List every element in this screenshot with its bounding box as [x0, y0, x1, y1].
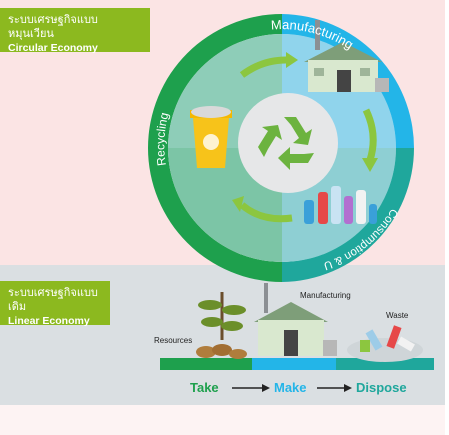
linear-factory-icon: [254, 283, 337, 356]
factory-icon: [304, 20, 389, 92]
circular-label-english: Circular Economy: [8, 42, 98, 54]
arrow-head: [362, 158, 378, 172]
make-label: Make: [274, 380, 307, 395]
arrow-head: [232, 196, 244, 212]
ring-consumption-segment: [282, 148, 414, 282]
arrow-to-recycling: [239, 202, 293, 223]
road-dispose: [336, 358, 434, 370]
arrow-head: [262, 384, 270, 392]
waste-icon: [347, 325, 423, 362]
ring-recycling-segment: [148, 14, 282, 282]
linear-label-thai: ระบบเศรษฐกิจแบบเดิม: [8, 287, 98, 313]
circular-economy-label: ระบบเศรษฐกิจแบบหมุนเวียน Circular Econom…: [0, 8, 150, 54]
footer-strip: [0, 405, 445, 435]
bottles-icon: [304, 186, 377, 224]
waste-label: Waste: [386, 311, 409, 320]
resources-label: Resources: [154, 336, 193, 345]
linear-label-english: Linear Economy: [8, 315, 90, 327]
road-take: [160, 358, 252, 370]
arrow-head: [286, 52, 298, 68]
plant-icon: [196, 292, 247, 359]
linear-economy-label: ระบบเศรษฐกิจแบบเดิม Linear Economy: [0, 281, 110, 327]
linear-manufacturing-label: Manufacturing: [300, 291, 351, 300]
center-circle: [238, 93, 338, 193]
arrow-head: [344, 384, 352, 392]
recycle-icon: [258, 117, 314, 170]
stage-recycling-label: Recycling: [153, 111, 171, 167]
circular-label-thai: ระบบเศรษฐกิจแบบหมุนเวียน: [8, 14, 98, 40]
arrow-to-manufacturing: [239, 56, 287, 78]
dispose-label: Dispose: [356, 380, 407, 395]
arrow-to-consumption: [362, 108, 377, 162]
recycling-bin-icon: [190, 106, 232, 168]
take-label: Take: [190, 380, 219, 395]
road-make: [252, 358, 336, 370]
